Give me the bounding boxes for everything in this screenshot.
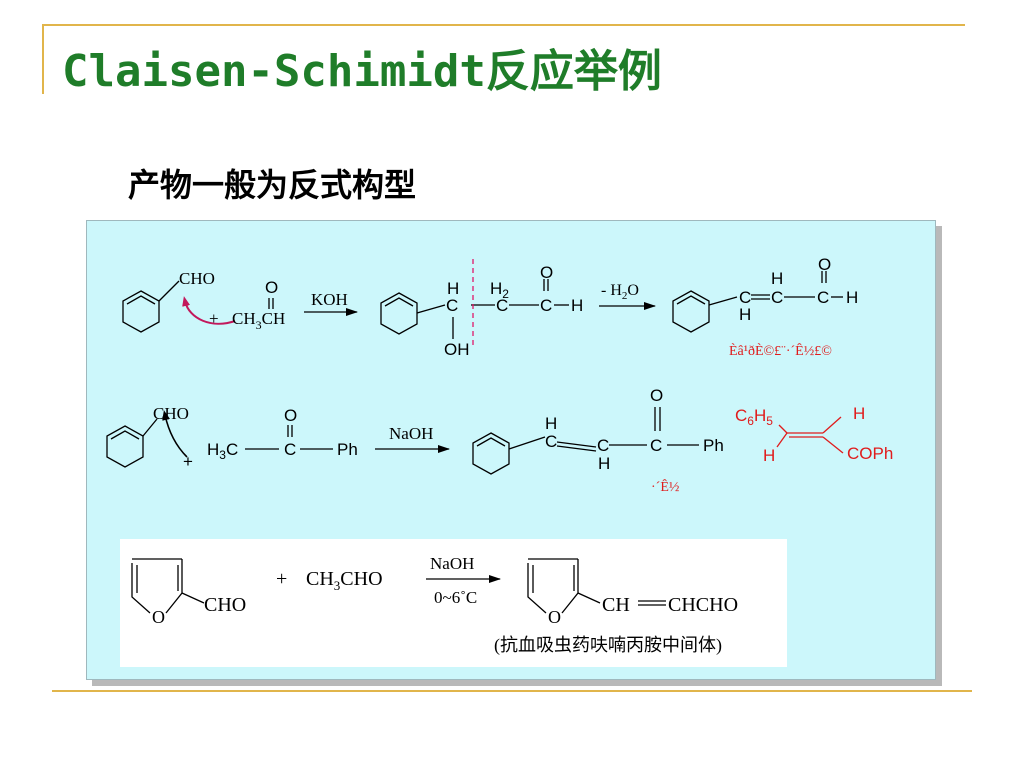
r2-trans-h-right: H — [853, 404, 865, 423]
r1-int-c1: C — [446, 296, 458, 315]
benzene-ring-1 — [122, 290, 160, 333]
r1-prod-c1: C — [739, 288, 751, 307]
r3-prod-o: O — [548, 607, 561, 627]
r1-int-c2: C — [496, 296, 508, 315]
r1-cho: CHO — [179, 269, 215, 288]
r1-prod-h-top: H — [771, 269, 783, 288]
subtitle: 产物一般为反式构型 — [128, 166, 417, 204]
title-frame-left-line — [42, 24, 44, 94]
r1-int-h3: H — [571, 296, 583, 315]
r3-caption: (抗血吸虫药呋喃丙胺中间体) — [494, 635, 722, 656]
r2-ketone-c: C — [284, 440, 296, 459]
benzene-ring-2 — [380, 292, 418, 335]
r2-prod-c3: C — [650, 436, 662, 455]
r3-ch3cho: CH3CHO — [306, 568, 383, 593]
reaction-panel: CHO O + CH3CH KOH H C OH H2 C O C H - H2… — [86, 220, 936, 680]
r1-int-oh: OH — [444, 340, 470, 359]
curved-arrow-2 — [162, 410, 188, 458]
r2-prod-c2: C — [597, 436, 609, 455]
r2-cho: CHO — [153, 404, 189, 423]
r1-prod-h-bottom: H — [739, 305, 751, 324]
r1-plus: + — [209, 309, 219, 328]
r3-prod-ch1: CH — [602, 594, 630, 616]
r2-prod-o: O — [650, 386, 663, 405]
r1-int-c3: C — [540, 296, 552, 315]
r1-int-h2: H2 — [490, 279, 509, 301]
r3-condition-temp: 0~6˚C — [434, 588, 477, 607]
r3-furan-o: O — [152, 607, 165, 627]
benzene-ring-3 — [672, 290, 710, 333]
r1-int-h: H — [447, 279, 459, 298]
r1-prod-o: O — [818, 255, 831, 274]
r1-prod-c3: C — [817, 288, 829, 307]
r2-trans-coph: COPh — [847, 444, 893, 463]
r2-trans-c6h5: C6H5 — [735, 406, 773, 428]
r2-prod-ph: Ph — [703, 436, 724, 455]
curved-arrow-1 — [182, 296, 236, 325]
reaction3-box: O CHO + CH3CHO NaOH 0~6˚C O CH CHCHO (抗血… — [120, 539, 787, 667]
title-frame-top-line — [42, 24, 965, 26]
r1-trans-note: Èâ¹ðÈ©£¨·´Ê½£© — [729, 342, 832, 359]
benzene-ring-4 — [106, 425, 144, 468]
footer-line — [52, 690, 972, 692]
r3-condition-naoh: NaOH — [430, 554, 474, 573]
r1-condition-koh: KOH — [311, 290, 348, 309]
r3-plus: + — [276, 568, 287, 590]
reaction1 — [122, 271, 843, 339]
r2-prod-h-bottom: H — [598, 454, 610, 473]
r1-prod-c2: C — [771, 288, 783, 307]
r2-trans-note: ·´Ê½ — [651, 478, 679, 495]
r1-int-o: O — [540, 263, 553, 282]
r2-h3c: H3C — [207, 440, 238, 462]
r1-minus-water: - H2O — [601, 282, 639, 302]
slide-title: Claisen-Schimidt反应举例 — [62, 46, 662, 97]
r2-condition-naoh: NaOH — [389, 424, 433, 443]
r1-prod-h-end: H — [846, 288, 858, 307]
benzene-ring-5 — [472, 432, 510, 475]
r2-ketone-o: O — [284, 406, 297, 425]
r2-trans-h-left: H — [763, 446, 775, 465]
r1-acet-o: O — [265, 278, 278, 297]
r2-prod-c1: C — [545, 432, 557, 451]
r2-ph: Ph — [337, 440, 358, 459]
reaction2 — [106, 407, 844, 475]
r1-ch3cho: CH3CH — [232, 309, 285, 332]
r3-furan-cho: CHO — [204, 594, 246, 616]
r2-plus: + — [183, 452, 193, 471]
reaction3-diagram: O CHO + CH3CHO NaOH 0~6˚C O CH CHCHO (抗血… — [131, 554, 738, 656]
reaction-diagram: CHO O + CH3CH KOH H C OH H2 C O C H - H2… — [106, 255, 893, 495]
r2-prod-h-top: H — [545, 414, 557, 433]
r3-prod-ch2: CHCHO — [668, 594, 738, 616]
